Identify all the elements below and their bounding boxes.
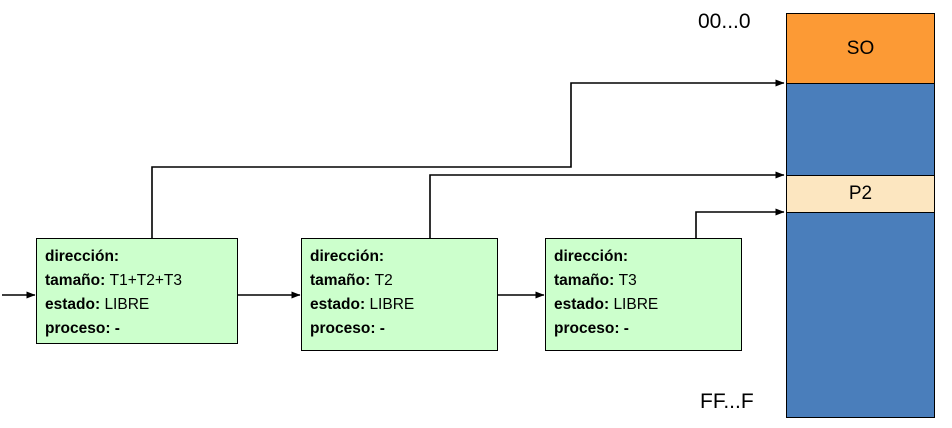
memory-segment-label: P2	[848, 183, 873, 204]
descriptor-field-value: : -	[370, 320, 385, 337]
descriptor-field-estado: estado: LIBRE	[45, 293, 237, 317]
descriptor-box-3[interactable]: dirección: tamaño: T3 estado: LIBRE proc…	[545, 238, 742, 351]
descriptor-field-tamano: tamaño: T3	[554, 269, 741, 293]
descriptor-field-estado: estado: LIBRE	[310, 293, 497, 317]
memory-segment-free-2[interactable]	[787, 213, 934, 417]
descriptor-field-estado: estado: LIBRE	[554, 293, 741, 317]
descriptor-field-key: proceso	[554, 320, 615, 337]
descriptor-field-key: proceso	[45, 320, 106, 337]
memory-segment-so[interactable]: SO	[787, 14, 934, 84]
memory-segment-free-1[interactable]	[787, 84, 934, 176]
descriptor-field-proceso: proceso: -	[554, 317, 741, 341]
descriptor-box-1[interactable]: dirección: tamaño: T1+T2+T3 estado: LIBR…	[36, 238, 238, 344]
descriptor-field-value: T3	[618, 272, 637, 289]
memory-segment-label: SO	[846, 37, 875, 59]
descriptor-field-value: : -	[105, 320, 120, 337]
descriptor-field-direccion: dirección:	[554, 245, 741, 269]
descriptor-field-key: tamaño:	[45, 272, 106, 289]
descriptor-field-key: dirección:	[45, 248, 120, 265]
descriptor-field-value: LIBRE	[613, 296, 659, 313]
descriptor-field-value: LIBRE	[369, 296, 415, 313]
descriptor-field-proceso: proceso: -	[310, 317, 497, 341]
memory-top-address-label: 00...0	[698, 10, 751, 33]
descriptor-field-key: tamaño:	[310, 272, 371, 289]
descriptor-field-key: tamaño:	[554, 272, 615, 289]
descriptor-field-key: dirección:	[554, 248, 629, 265]
descriptor-field-value: LIBRE	[104, 296, 150, 313]
descriptor-field-key: estado:	[554, 296, 610, 313]
descriptor-field-tamano: tamaño: T1+T2+T3	[45, 269, 237, 293]
descriptor-field-tamano: tamaño: T2	[310, 269, 497, 293]
descriptor-box-2[interactable]: dirección: tamaño: T2 estado: LIBRE proc…	[301, 238, 498, 351]
descriptor-field-direccion: dirección:	[310, 245, 497, 269]
memory-segment-p2[interactable]: P2	[787, 176, 934, 213]
descriptor-field-value: T2	[374, 272, 393, 289]
descriptor-field-key: estado:	[310, 296, 366, 313]
descriptor-field-key: dirección:	[310, 248, 385, 265]
descriptor-field-key: proceso	[310, 320, 371, 337]
connector-desc1-to-memory	[151, 79, 785, 238]
descriptor-field-value: : -	[614, 320, 629, 337]
descriptor-field-direccion: dirección:	[45, 245, 237, 269]
memory-bottom-address-label: FF...F	[700, 390, 754, 413]
descriptor-field-value: T1+T2+T3	[109, 272, 182, 289]
memory-map[interactable]: SO P2	[786, 13, 935, 418]
descriptor-field-proceso: proceso: -	[45, 317, 237, 341]
descriptor-field-key: estado:	[45, 296, 101, 313]
